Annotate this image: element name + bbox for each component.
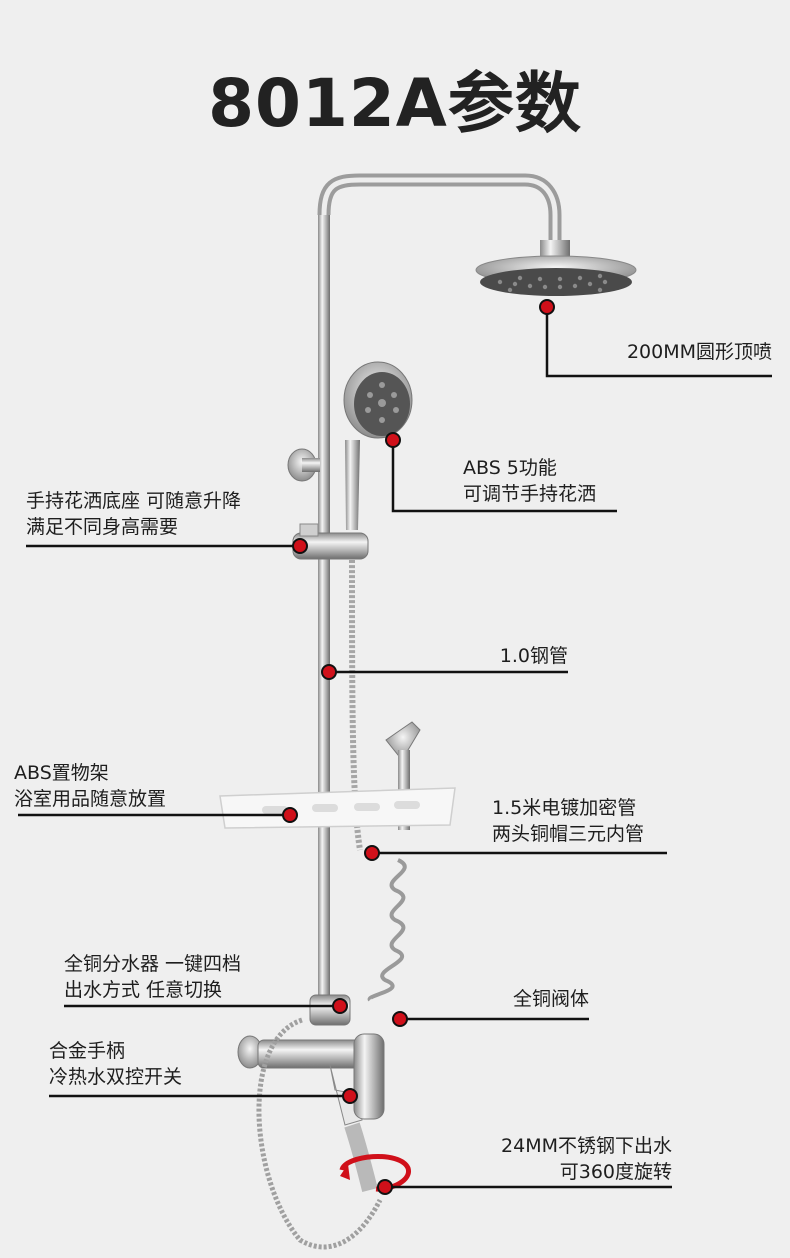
marker-top-shower: [539, 299, 555, 315]
callout-line-hand-shower: [391, 440, 617, 513]
marker-spout: [377, 1179, 393, 1195]
top-shower-head: [475, 240, 637, 296]
label-spout-line2: 可360度旋转: [559, 1161, 672, 1183]
label-handle: 合金手柄 冷热水双控开关: [49, 1038, 182, 1090]
abs-shelf: [219, 787, 456, 829]
label-handle-line1: 合金手柄: [49, 1040, 126, 1062]
marker-hand-shower: [385, 432, 401, 448]
callout-markers: [282, 299, 555, 1195]
label-shelf: ABS置物架 浴室用品随意放置: [14, 760, 166, 812]
label-spout-line1: 24MM不锈钢下出水: [501, 1135, 672, 1157]
label-hose: 1.5米电镀加密管 两头铜帽三元内管: [492, 795, 644, 847]
lower-hose: [256, 1017, 383, 1250]
hand-shower: [343, 361, 413, 530]
marker-holder: [292, 538, 308, 554]
label-hose-line1: 1.5米电镀加密管: [492, 797, 637, 819]
callout-lines: [18, 307, 772, 1189]
label-holder-line2: 满足不同身高需要: [26, 516, 179, 538]
riser-pipe: [317, 173, 562, 1010]
marker-diverter: [332, 998, 348, 1014]
label-top-shower: 200MM圆形顶喷: [560, 339, 772, 365]
label-handle-line2: 冷热水双控开关: [49, 1066, 183, 1088]
page-title: 8012A参数: [208, 65, 582, 142]
label-pipe: 1.0钢管: [440, 643, 568, 669]
label-shelf-line1: ABS置物架: [14, 762, 109, 784]
label-holder-line1: 手持花洒底座 可随意升降: [26, 490, 242, 512]
wall-bracket: [287, 448, 320, 482]
label-pipe-line1: 1.0钢管: [499, 645, 568, 667]
label-valve-line1: 全铜阀体: [512, 988, 589, 1010]
label-valve: 全铜阀体: [460, 986, 589, 1012]
marker-pipe: [321, 664, 337, 680]
label-diverter: 全铜分水器 一键四档 出水方式 任意切换: [64, 951, 241, 1003]
mixer-valve: [237, 994, 385, 1126]
marker-shelf: [282, 807, 298, 823]
slide-holder: [292, 523, 369, 560]
marker-handle: [342, 1088, 358, 1104]
label-hand-shower-line1: ABS 5功能: [463, 457, 557, 479]
label-holder: 手持花洒底座 可随意升降 满足不同身高需要: [26, 488, 241, 540]
callout-line-top-shower: [545, 307, 772, 378]
label-top-shower-line1: 200MM圆形顶喷: [626, 341, 772, 363]
label-spout: 24MM不锈钢下出水 可360度旋转: [440, 1133, 672, 1185]
hand-shower-hose: [349, 559, 363, 851]
label-diverter-line1: 全铜分水器 一键四档: [64, 953, 242, 975]
label-diverter-line2: 出水方式 任意切换: [64, 979, 223, 1001]
label-hand-shower-line2: 可调节手持花洒: [463, 483, 597, 505]
spiral-hose: [367, 858, 407, 1002]
label-hose-line2: 两头铜帽三元内管: [492, 823, 645, 845]
marker-hose: [364, 845, 380, 861]
marker-valve: [392, 1011, 408, 1027]
label-shelf-line2: 浴室用品随意放置: [14, 788, 167, 810]
label-hand-shower: ABS 5功能 可调节手持花洒: [463, 455, 596, 507]
